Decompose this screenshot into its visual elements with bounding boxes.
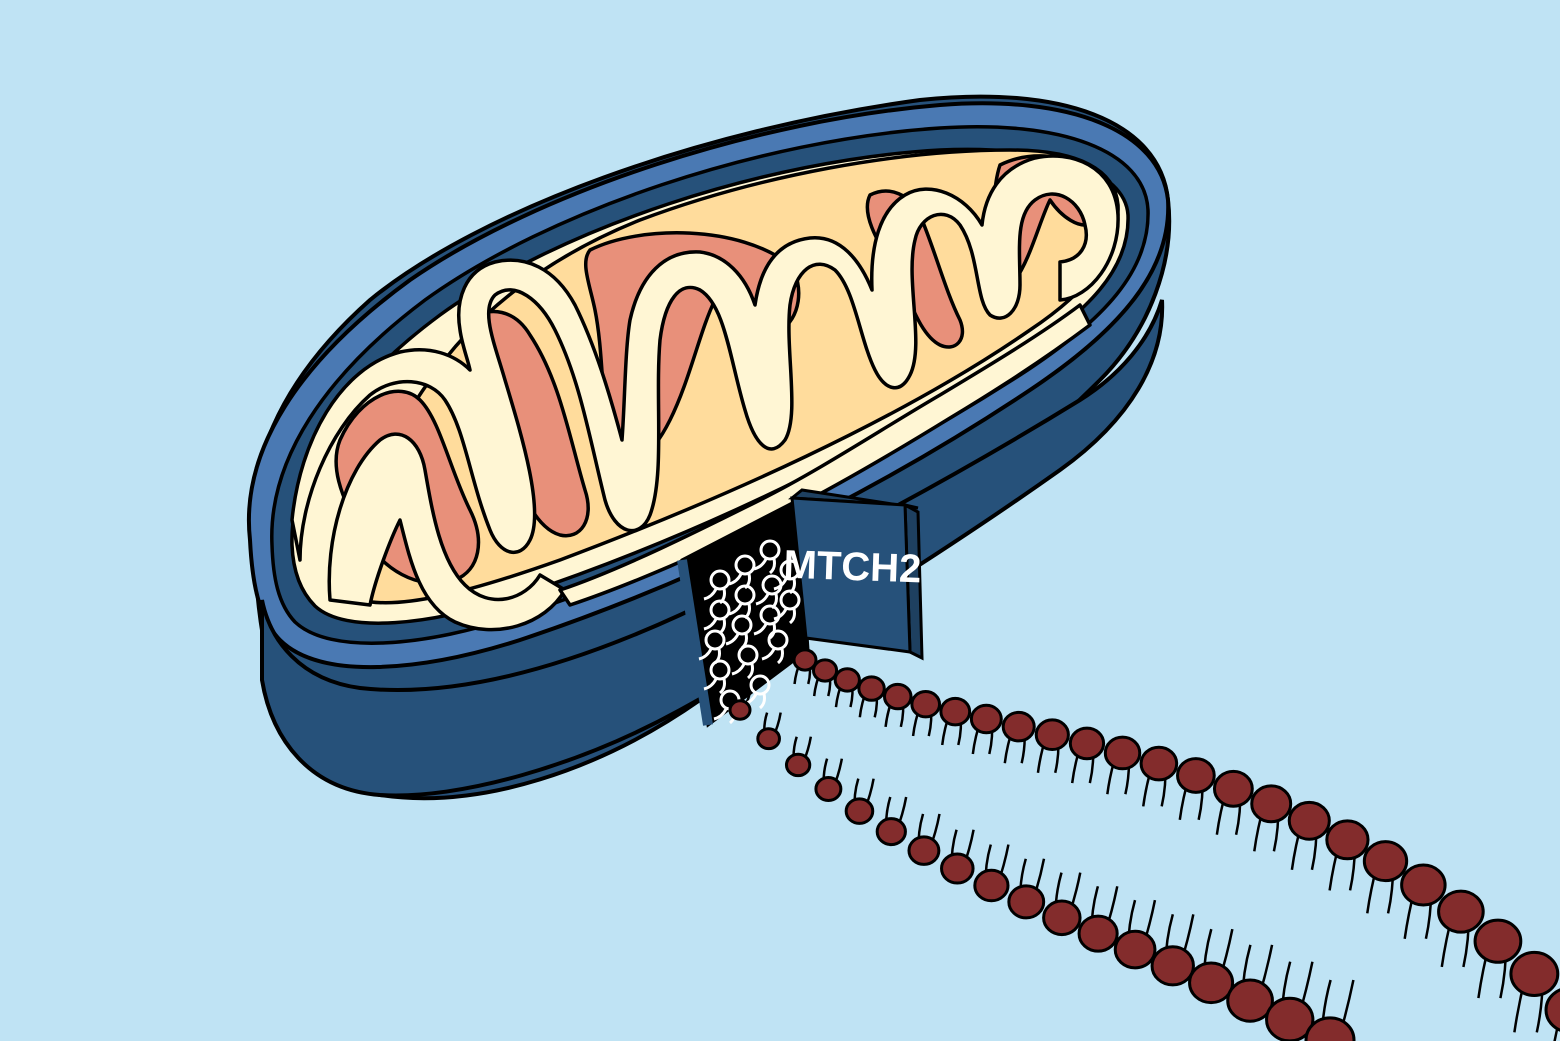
outer-membrane-front-wall <box>260 299 1165 798</box>
lipid-head <box>1437 889 1485 934</box>
mtch2-protein: MTCH2 <box>783 488 924 661</box>
lipid-heads <box>728 648 1560 1041</box>
lipid-head <box>910 689 942 719</box>
lipid-head <box>814 776 843 802</box>
lipid-head <box>907 835 941 866</box>
channel-lipids <box>698 539 801 725</box>
lipid-head <box>756 727 781 751</box>
channel-lipid-head <box>709 599 731 621</box>
lipid-head <box>1325 819 1370 861</box>
crista-fold-2 <box>327 432 567 632</box>
channel-lipid-tail <box>731 663 754 680</box>
lipid-head <box>940 852 975 885</box>
lipid-head <box>1068 726 1106 761</box>
channel-lipid-head <box>759 604 781 626</box>
lipid-head <box>1176 757 1216 794</box>
lipid-head <box>1077 914 1119 953</box>
lipid-tails <box>734 659 1560 1041</box>
channel-lipid-head <box>709 659 731 681</box>
lipid-head <box>969 703 1003 735</box>
insertion-channel <box>677 497 810 728</box>
lipid-head <box>1212 769 1254 808</box>
lipid-tail <box>1553 1011 1560 1041</box>
lipid-head <box>882 682 913 711</box>
channel-lipid-tail <box>773 608 796 625</box>
channel-lipid-head <box>704 629 726 651</box>
lipid-head <box>1042 899 1082 937</box>
channel-lipid-head <box>759 539 781 561</box>
lipid-head <box>784 752 812 778</box>
mtch2-label: MTCH2 <box>783 543 922 592</box>
lipid-head <box>1007 884 1046 920</box>
lipid-head <box>1001 710 1036 743</box>
lipid-head <box>1509 950 1560 997</box>
lipid-head <box>857 675 886 702</box>
mtch2-front-face <box>790 496 912 654</box>
lipid-head <box>1034 718 1070 752</box>
channel-lipid-head <box>767 629 789 651</box>
lipid-head <box>844 797 875 825</box>
lipid-head <box>833 667 861 693</box>
lipid-head <box>1188 961 1235 1005</box>
channel-lipid-head <box>749 674 771 696</box>
channel-lipid-head <box>779 589 801 611</box>
crista-fold-1 <box>290 154 1120 562</box>
channel-lipid-tail <box>753 558 776 575</box>
mitochondrion <box>246 94 1172 801</box>
channel-lipid-head <box>734 584 756 606</box>
channel-lipid-head <box>731 614 753 636</box>
lipid-head <box>1400 863 1447 907</box>
lipid-head <box>1150 945 1195 987</box>
lipid-head <box>973 868 1010 903</box>
lipid-head <box>1113 929 1157 970</box>
lipid-head <box>1362 840 1409 883</box>
lipid-head <box>1304 1016 1356 1041</box>
lipid-head <box>939 696 972 727</box>
lipid-head <box>1287 800 1331 841</box>
lipid-head <box>1226 978 1274 1023</box>
lipid-head <box>792 648 818 672</box>
channel-edge <box>677 559 713 726</box>
lipid-head <box>1139 745 1179 782</box>
channel-lipid-tail <box>703 678 726 695</box>
lipid-head <box>1544 988 1560 1032</box>
lipid-head <box>811 658 839 683</box>
lipid-head <box>1250 784 1293 824</box>
channel-lipid-head <box>734 554 756 576</box>
lipid-head <box>728 699 752 721</box>
lipid-head <box>1473 918 1523 964</box>
channel-lipid-tail <box>761 648 784 665</box>
lipid-head <box>1103 735 1142 771</box>
channel-lipid-head <box>737 644 759 666</box>
lipid-head <box>875 817 907 847</box>
channel-lipid-head <box>709 569 731 591</box>
cristae <box>290 148 1120 632</box>
